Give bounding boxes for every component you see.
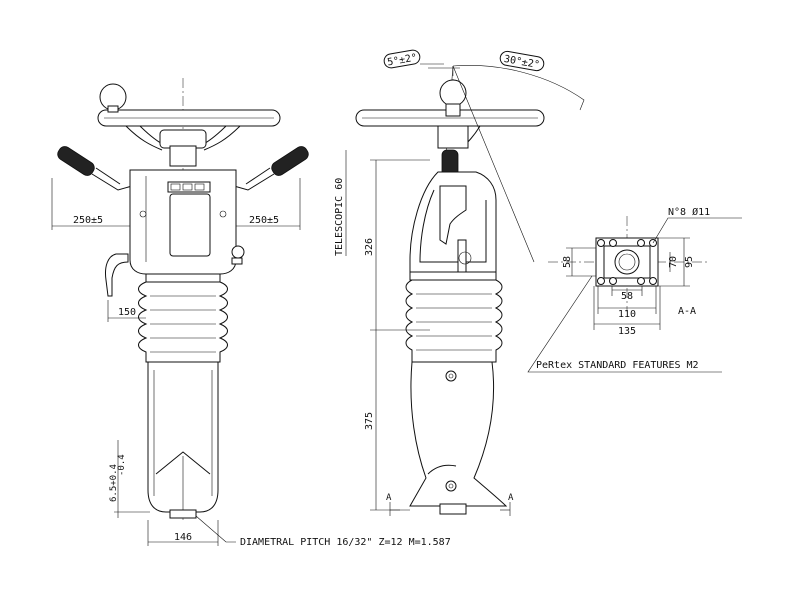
front-dimensions — [51, 178, 301, 546]
offset-label: 150 — [118, 307, 136, 318]
flange-95-label: 95 — [684, 256, 695, 268]
angle-small-label: 5°±2° — [386, 52, 418, 68]
flange-70-label: 70 — [668, 256, 679, 268]
flange-58-horizontal-label: 58 — [621, 291, 633, 302]
front-bellows — [138, 281, 228, 363]
front-left-grip — [57, 146, 133, 191]
side-lower-body — [409, 361, 508, 515]
flange-view — [527, 216, 742, 373]
front-right-grip — [233, 146, 309, 191]
base-width-label: 146 — [174, 532, 192, 543]
side-view — [345, 63, 585, 516]
width-right-label: 250±5 — [249, 215, 279, 226]
flange-110-label: 110 — [618, 309, 636, 320]
section-mark-right: A — [508, 493, 514, 503]
shank-tolerance-lower-label: -0.4 — [117, 454, 127, 476]
height-lower-label: 375 — [364, 412, 375, 430]
flange-dimensions — [527, 217, 742, 373]
side-top-handle — [355, 79, 545, 149]
front-body — [129, 169, 237, 283]
width-left-label: 250±5 — [73, 215, 103, 226]
dimension-labels: 5°±2° 30°±2° N°8 Ø11 TELESCOPIC 60 250±5… — [73, 49, 710, 548]
shank-tolerance-label: 6.5+0.4 — [109, 464, 119, 502]
telescopic-label: TELESCOPIC 60 — [334, 178, 345, 256]
side-dimensions — [345, 63, 585, 516]
flange-58-vertical-label: 58 — [562, 256, 573, 268]
front-top-handle — [97, 83, 281, 167]
features-note: PeRtex STANDARD FEATURES M2 — [536, 360, 699, 371]
flange-135-label: 135 — [618, 326, 636, 337]
section-label: A-A — [678, 306, 696, 317]
front-lower-body — [147, 361, 219, 519]
section-mark-left: A — [386, 493, 392, 503]
front-trigger-lever — [105, 245, 245, 297]
side-bellows — [405, 279, 503, 363]
height-upper-label: 326 — [364, 238, 375, 256]
holes-label: N°8 Ø11 — [668, 206, 710, 218]
flange-holes — [597, 239, 657, 285]
pitch-note: DIAMETRAL PITCH 16/32" Z=12 M=1.587 — [240, 537, 451, 548]
front-view — [51, 78, 309, 546]
